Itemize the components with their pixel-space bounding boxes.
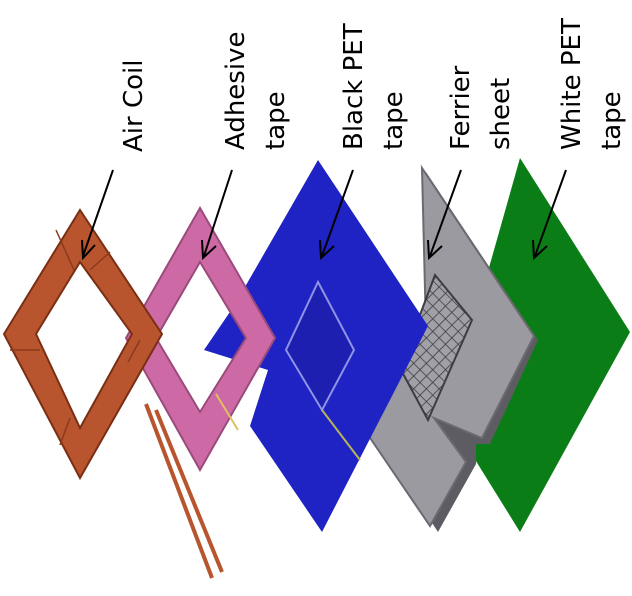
label-air-coil: Air Coil: [119, 60, 149, 152]
ferrite-sheet-layer: [364, 164, 538, 532]
label-white-pet-tape-line2: tape: [597, 91, 627, 150]
label-black-pet-tape-line2: tape: [379, 91, 409, 150]
arrow-adhesive-tape: [201, 169, 233, 261]
adhesive-tape-shape: [124, 205, 277, 473]
air-coil-winding-lines: [10, 229, 141, 446]
black-pet-slit: [321, 409, 361, 461]
arrow-air-coil: [81, 169, 114, 261]
air-coil-shape: [2, 208, 164, 481]
label-ferrite-sheet-line2: sheet: [486, 78, 516, 150]
arrows: [81, 169, 567, 261]
air-coil-layer: [2, 208, 224, 579]
label-ferrite-sheet-line1: Ferrier: [446, 65, 476, 150]
label-black-pet-tape-line1: Black PET: [339, 23, 369, 150]
black-pet-tape-layer: [204, 160, 428, 532]
arrow-black-pet-tape: [319, 169, 354, 261]
labels: Air Coil Adhesive tape Black PET tape Fe…: [119, 18, 627, 152]
air-coil-lead-wires: [144, 403, 224, 579]
arrow-white-pet-tape: [532, 169, 567, 261]
label-adhesive-tape-line2: tape: [261, 91, 291, 150]
adhesive-slit: [215, 393, 239, 431]
label-white-pet-tape-line1: White PET: [557, 18, 587, 150]
adhesive-tape-layer: [124, 205, 277, 473]
label-adhesive-tape-line1: Adhesive: [221, 32, 251, 150]
arrow-ferrite-sheet: [427, 169, 462, 261]
